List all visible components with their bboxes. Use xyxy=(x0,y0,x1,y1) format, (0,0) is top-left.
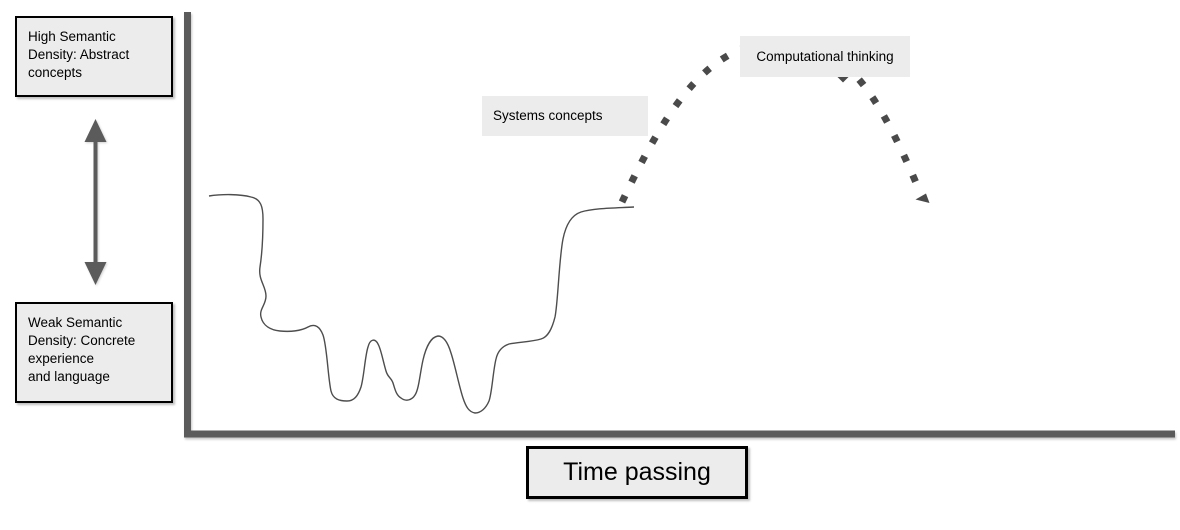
high-semantic-density-box: High Semantic Density: Abstract concepts xyxy=(15,16,173,97)
weak-semantic-density-box: Weak Semantic Density: Concrete experien… xyxy=(15,302,173,403)
arc-arrowhead-icon xyxy=(915,193,930,203)
axes-lines xyxy=(184,12,1175,438)
double-arrow-icon xyxy=(84,119,107,285)
dotted-trajectory-arc xyxy=(618,36,924,204)
computational-thinking-label: Computational thinking xyxy=(740,36,910,77)
semantic-wave-curve xyxy=(208,193,635,414)
time-passing-axis-label: Time passing xyxy=(526,446,748,499)
systems-concepts-label: Systems concepts xyxy=(482,96,648,136)
